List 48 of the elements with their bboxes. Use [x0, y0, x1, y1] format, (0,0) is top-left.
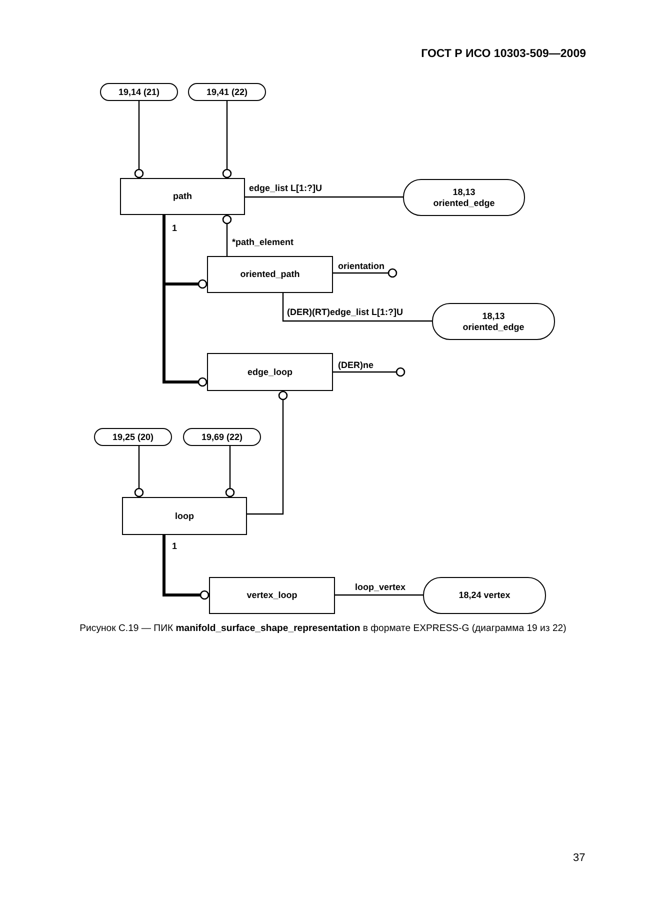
page-reference-pill [94, 428, 172, 446]
connector-line [245, 196, 403, 198]
edge-label: loop_vertex [354, 583, 407, 593]
node-label: 18,24 vertex [458, 590, 510, 601]
edge-label: *path_element [231, 238, 295, 248]
relationship-line [333, 367, 406, 377]
edge-label: 1 [171, 224, 178, 234]
node-label: edge_loop [247, 366, 292, 378]
entity-box [122, 497, 247, 535]
node-label: path [173, 191, 192, 202]
document-header: ГОСТ Р ИСО 10303-509—2009 [421, 48, 586, 60]
page-reference-pill [100, 83, 178, 101]
node-label: 18,13 oriented_edge [432, 187, 496, 208]
page-reference-pill [403, 179, 525, 216]
entity-box [209, 577, 335, 614]
node-label: 19,41 (22) [206, 86, 248, 98]
relationship-line [222, 101, 232, 178]
edge-label: (DER)(RT)edge_list L[1:?]U [286, 308, 404, 318]
node-label: oriented_path [240, 269, 300, 280]
relationship-line [134, 446, 144, 498]
node-label: 18,13 oriented_edge [462, 311, 526, 332]
entity-box [207, 353, 333, 391]
relationship-line [134, 101, 144, 178]
page-reference-pill [183, 428, 261, 446]
node-label: 19,69 (22) [201, 432, 243, 442]
entity-box [207, 256, 333, 293]
edge-label: edge_list L[1:?]U [248, 184, 324, 194]
relationship-line [225, 446, 235, 498]
entity-box [120, 178, 245, 215]
relationship-line [162, 535, 210, 600]
page-reference-pill [432, 303, 555, 340]
node-label: 19,14 (21) [118, 86, 160, 98]
relationship-line [162, 215, 208, 387]
relationship-line [222, 214, 232, 256]
edge-label: orientation [337, 262, 386, 272]
figure-caption: Рисунок С.19 — ПИК manifold_surface_shape_representation в формате EXPRESS-G (диаграмма 19 из 22) [78, 623, 568, 634]
relationship-line [333, 268, 398, 278]
page-reference-pill [188, 83, 266, 101]
connector-line [282, 293, 432, 322]
relationship-line [247, 390, 288, 515]
node-label: vertex_loop [246, 590, 298, 601]
node-label: 19,25 (20) [112, 432, 154, 442]
page-number: 37 [573, 852, 586, 864]
edge-label: 1 [171, 542, 178, 552]
node-label: loop [175, 510, 194, 522]
edge-label: (DER)ne [337, 361, 374, 371]
page-reference-pill [423, 577, 546, 614]
connector-line [335, 594, 423, 596]
